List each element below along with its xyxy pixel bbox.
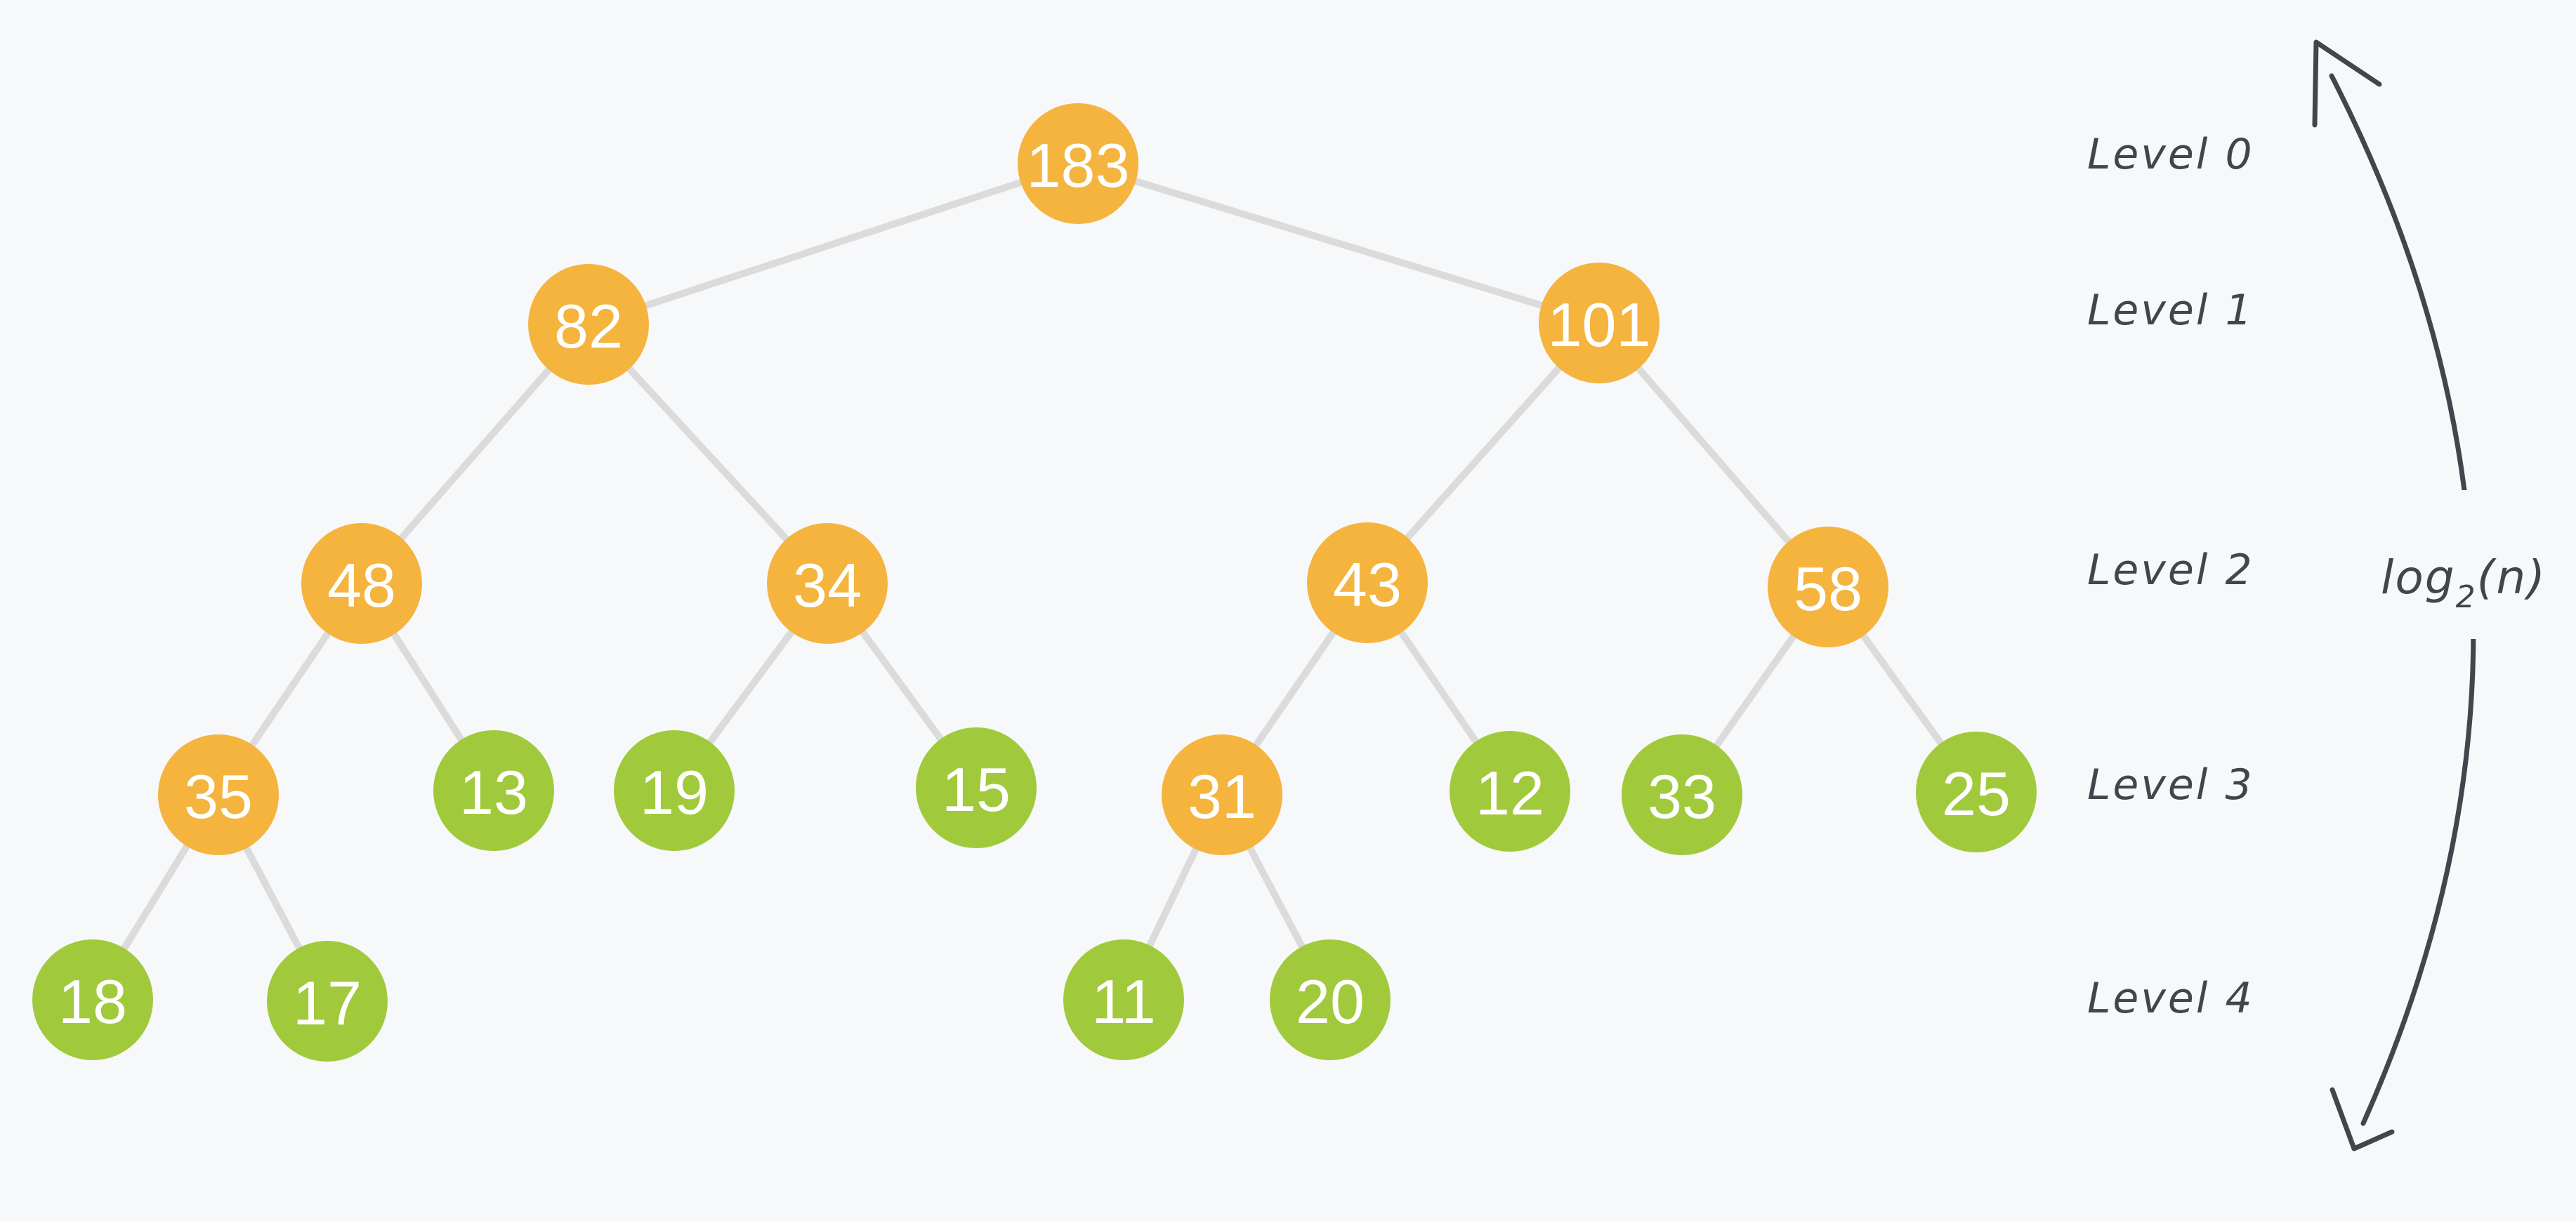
node-value-label: 18 — [58, 967, 127, 1036]
node-circle — [1307, 522, 1428, 643]
node-circle — [1539, 263, 1660, 383]
tree-node-82: 82 — [528, 264, 649, 385]
node-circle — [158, 734, 279, 855]
node-circle — [267, 941, 388, 1062]
node-circle — [301, 523, 422, 644]
node-circle — [1916, 732, 2037, 852]
tree-node-15: 15 — [916, 727, 1037, 848]
node-value-label: 15 — [942, 755, 1011, 824]
node-circle — [614, 730, 735, 851]
level-label-3: Level 3 — [2087, 760, 2254, 810]
node-circle — [32, 939, 153, 1060]
node-circle — [1768, 527, 1888, 647]
node-value-label: 19 — [640, 758, 709, 827]
tree-nodes: 183 82 101 48 34 43 58 35 13 19 15 31 12 33 25 18 17 11 20 — [32, 103, 2037, 1062]
tree-node-13: 13 — [433, 730, 554, 851]
node-value-label: 43 — [1333, 550, 1402, 619]
tree-node-183: 183 — [1018, 103, 1138, 224]
tree-node-33: 33 — [1622, 734, 1742, 855]
tree-node-12: 12 — [1450, 731, 1570, 852]
annotation-gap — [2365, 490, 2562, 639]
log-height-arrow: log2(n) — [2312, 39, 2562, 1151]
arrowhead-down-icon — [2329, 1087, 2395, 1151]
node-value-label: 82 — [554, 291, 623, 361]
node-value-label: 12 — [1476, 758, 1544, 828]
level-labels: Level 0 Level 1 Level 2 Level 3 Level 4 — [2087, 130, 2254, 1023]
node-value-label: 20 — [1296, 967, 1365, 1036]
node-value-label: 33 — [1648, 762, 1716, 831]
tree-edge — [1075, 160, 1603, 326]
node-circle — [528, 264, 649, 385]
node-value-label: 101 — [1548, 290, 1651, 359]
node-circle — [1063, 939, 1184, 1060]
node-circle — [767, 523, 888, 644]
level-label-4: Level 4 — [2087, 974, 2254, 1023]
tree-node-35: 35 — [158, 734, 279, 855]
node-value-label: 183 — [1027, 131, 1130, 200]
tree-edge — [585, 160, 1082, 328]
tree-node-20: 20 — [1270, 939, 1391, 1060]
level-label-0: Level 0 — [2087, 130, 2254, 179]
node-value-label: 35 — [184, 762, 253, 831]
node-value-label: 11 — [1091, 967, 1155, 1036]
node-value-label: 13 — [459, 758, 528, 827]
tree-node-19: 19 — [614, 730, 735, 851]
node-circle — [1018, 103, 1138, 224]
tree-node-17: 17 — [267, 941, 388, 1062]
tree-node-58: 58 — [1768, 527, 1888, 647]
tree-node-101: 101 — [1539, 263, 1660, 383]
level-label-1: Level 1 — [2087, 286, 2254, 335]
node-circle — [916, 727, 1037, 848]
tree-node-43: 43 — [1307, 522, 1428, 643]
node-value-label: 34 — [793, 550, 862, 620]
tree-node-34: 34 — [767, 523, 888, 644]
level-label-2: Level 2 — [2087, 546, 2254, 595]
node-circle — [1270, 939, 1391, 1060]
node-circle — [1162, 734, 1282, 855]
node-value-label: 25 — [1942, 759, 2011, 829]
node-value-label: 17 — [293, 968, 362, 1038]
node-value-label: 31 — [1188, 762, 1256, 831]
tree-node-18: 18 — [32, 939, 153, 1060]
tree-node-25: 25 — [1916, 732, 2037, 852]
log2n-label: log2(n) — [2381, 550, 2547, 615]
tree-node-31: 31 — [1162, 734, 1282, 855]
arrowhead-up-icon — [2312, 39, 2382, 128]
node-value-label: 48 — [327, 550, 396, 620]
node-circle — [1450, 731, 1570, 852]
tree-node-11: 11 — [1063, 939, 1184, 1060]
tree-node-48: 48 — [301, 523, 422, 644]
node-circle — [433, 730, 554, 851]
node-circle — [1622, 734, 1742, 855]
node-value-label: 58 — [1794, 554, 1862, 623]
